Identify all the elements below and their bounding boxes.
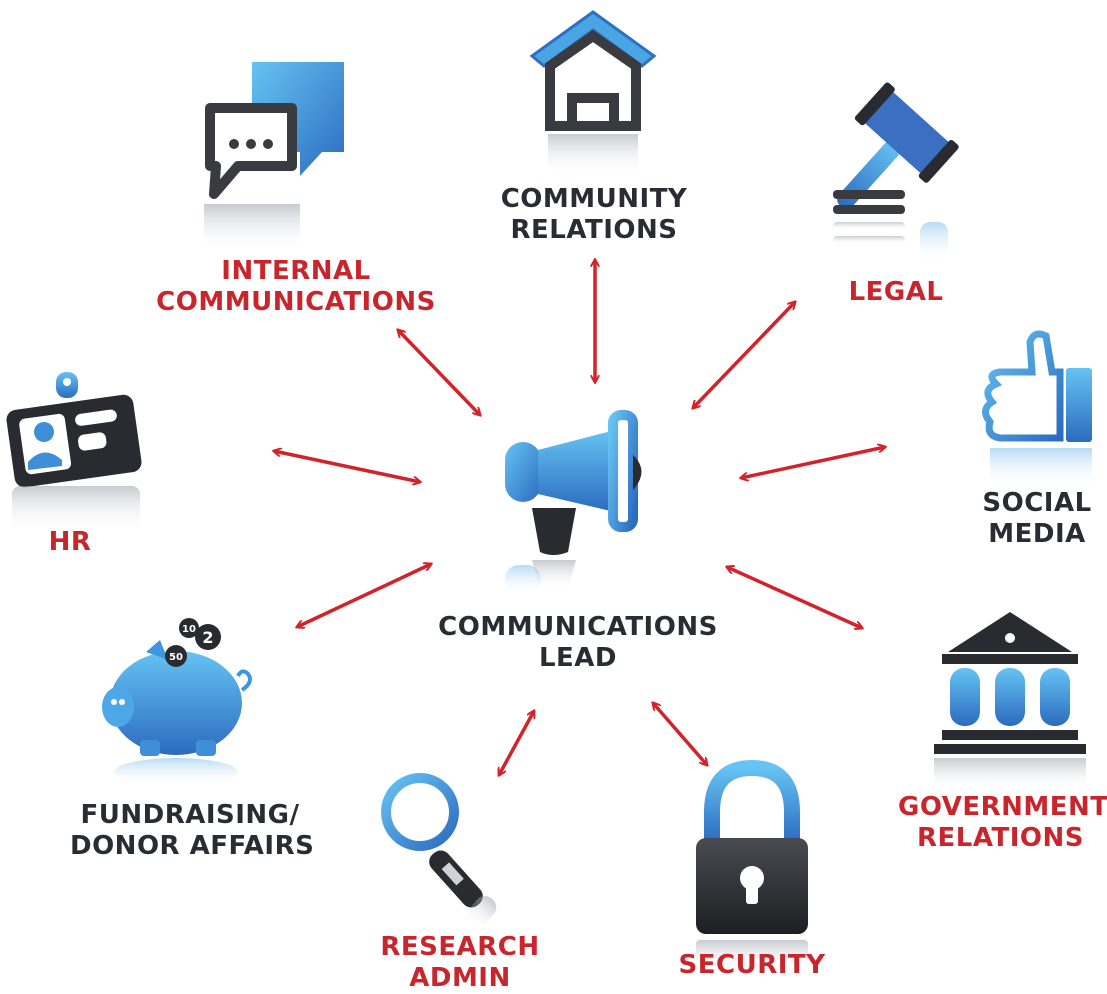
label-research-admin: RESEARCH ADMIN (370, 932, 550, 994)
arrow-hr (274, 451, 420, 482)
arrow-security (653, 703, 707, 765)
label-fundraising: FUNDRAISING/ DONOR AFFAIRS (70, 800, 315, 862)
house-icon (529, 10, 657, 176)
coin-label: 10 (182, 624, 196, 635)
coins: 10 2 50 (165, 618, 221, 667)
label-line: COMMUNITY (500, 184, 688, 214)
label-line: GOVERNMENT (898, 792, 1107, 822)
padlock-icon (696, 759, 808, 970)
label-line: RELATIONS (510, 215, 678, 245)
label-community-relations: COMMUNITY RELATIONS (474, 184, 714, 246)
label-line: RESEARCH (380, 932, 540, 962)
label-line: INTERNAL (221, 256, 371, 286)
chat-bubbles-icon (204, 62, 344, 252)
label-legal: LEGAL (826, 277, 966, 308)
label-line: HR (48, 527, 92, 557)
arrow-legal (693, 302, 795, 408)
label-line: LEAD (538, 643, 618, 673)
government-building-icon (934, 612, 1086, 790)
label-line: LEGAL (848, 277, 944, 307)
label-line: COMMUNICATIONS (156, 287, 436, 317)
label-security: SECURITY (670, 950, 834, 981)
label-line: SOCIAL (982, 488, 1092, 518)
label-hr: HR (40, 527, 100, 558)
thumbs-up-icon (982, 330, 1092, 488)
id-badge-icon (6, 372, 142, 532)
coin-label: 2 (202, 628, 213, 647)
coin-label: 50 (169, 652, 183, 663)
connector-arrows (274, 260, 885, 775)
arrow-fundraising (297, 564, 431, 627)
label-line: SECURITY (678, 950, 826, 980)
arrow-research-admin (497, 711, 536, 775)
label-line: FUNDRAISING/ (80, 800, 300, 830)
label-line: MEDIA (988, 519, 1086, 549)
label-communications-lead: COMMUNICATIONS LEAD (428, 612, 728, 674)
arrow-government-relations (727, 567, 862, 628)
arrow-social-media (741, 447, 885, 478)
megaphone-icon (505, 410, 642, 595)
piggy-bank-icon: 10 2 50 (102, 618, 252, 786)
label-government-relations: GOVERNMENT RELATIONS (898, 792, 1107, 854)
gavel-icon (833, 82, 959, 262)
label-internal-communications: INTERNAL COMMUNICATIONS (152, 256, 440, 318)
arrow-internal-communications (398, 330, 480, 415)
label-line: RELATIONS (917, 823, 1084, 853)
label-line: ADMIN (409, 963, 511, 993)
magnifier-icon (381, 773, 497, 929)
label-social-media: SOCIAL MEDIA (972, 488, 1102, 550)
label-line: DONOR AFFAIRS (70, 831, 315, 861)
label-line: COMMUNICATIONS (438, 612, 718, 642)
